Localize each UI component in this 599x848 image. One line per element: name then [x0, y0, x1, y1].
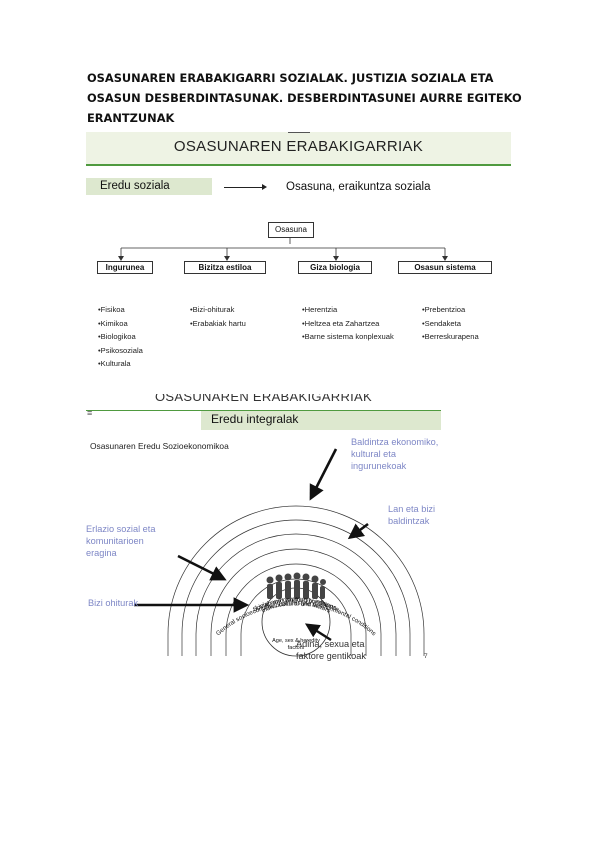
list-item: Herentzia — [302, 303, 394, 317]
slide-title-underline — [86, 410, 441, 411]
environment-list: Fisikoa Kimikoa Biologikoa Psikosoziala … — [98, 303, 143, 371]
slide-title: OSASUNAREN ERABAKIGARRIAK — [155, 394, 372, 404]
slide-title: OSASUNAREN ERABAKIGARRIAK — [173, 138, 424, 155]
health-system-list: Prebentzioa Sendaketa Berreskurapena — [422, 303, 479, 344]
slide-health-determinants: OSASUNAREN ERABAKIGARRIAK Eredu soziala … — [86, 132, 511, 377]
list-item: Biologikoa — [98, 330, 143, 344]
category-biology: Giza biologia — [298, 261, 372, 274]
people-icon — [266, 572, 326, 599]
social-model-label: Eredu soziala — [86, 178, 212, 195]
list-item: Erabakiak hartu — [190, 317, 246, 331]
category-environment: Ingurunea — [97, 261, 153, 274]
hierarchy-connectors — [118, 237, 448, 261]
list-item: Barne sistema konplexuak — [302, 330, 394, 344]
slide-subtitle: Eredu integralak — [211, 412, 299, 426]
biology-list: Herentzia Heltzea eta Zahartzea Barne si… — [302, 303, 394, 344]
slide-subtitle-band — [201, 411, 441, 430]
model-heading: Osasunaren Eredu Sozioekonomikoa — [90, 441, 229, 451]
arrow-icon — [309, 448, 338, 501]
slide-page-number: 7 — [424, 653, 428, 660]
annotation-habits: Bizi ohiturak — [88, 598, 139, 608]
slide-title-underline — [86, 164, 511, 166]
list-item: Berreskurapena — [422, 330, 479, 344]
rainbow-model-diagram: General socioeconomic, cultural and envi… — [134, 448, 425, 657]
core-label: Age, sex & heredity factors — [272, 638, 320, 651]
social-model-result: Osasuna, eraikuntza soziala — [286, 181, 431, 193]
slide-decoration: ≡ — [87, 408, 93, 418]
list-item: Kulturala — [98, 357, 143, 371]
list-item: Heltzea eta Zahartzea — [302, 317, 394, 331]
health-root-node: Osasuna — [268, 222, 314, 238]
category-health-system: Osasun sistema — [398, 261, 492, 274]
arrow-icon — [347, 522, 369, 540]
slide-title-band — [86, 132, 511, 164]
arrow-icon — [304, 623, 332, 642]
list-item: Fisikoa — [98, 303, 143, 317]
right-arrow-icon — [224, 184, 267, 190]
slide-integral-models: OSASUNAREN ERABAKIGARRIAK ≡ Eredu integr… — [86, 394, 441, 662]
annotation-biology: Adina, sexua eta faktore gentikoak — [296, 639, 366, 661]
list-item: Bizi-ohiturak — [190, 303, 246, 317]
annotation-social: Erlazio sozial eta komunitarioen eragina — [86, 524, 156, 558]
category-lifestyle: Bizitza estiloa — [184, 261, 266, 274]
lifestyle-list: Bizi-ohiturak Erabakiak hartu — [190, 303, 246, 330]
list-item: Kimikoa — [98, 317, 143, 331]
arrow-icon — [177, 554, 227, 581]
list-item: Psikosoziala — [98, 344, 143, 358]
list-item: Sendaketa — [422, 317, 479, 331]
slide-decoration — [288, 132, 310, 133]
list-item: Prebentzioa — [422, 303, 479, 317]
document-title: OSASUNAREN ERABAKIGARRI SOZIALAK. JUSTIZ… — [87, 71, 522, 125]
annotation-economic: Baldintza ekonomiko, kultural eta inguru… — [351, 437, 439, 471]
annotation-work: Lan eta bizi baldintzak — [388, 504, 435, 526]
